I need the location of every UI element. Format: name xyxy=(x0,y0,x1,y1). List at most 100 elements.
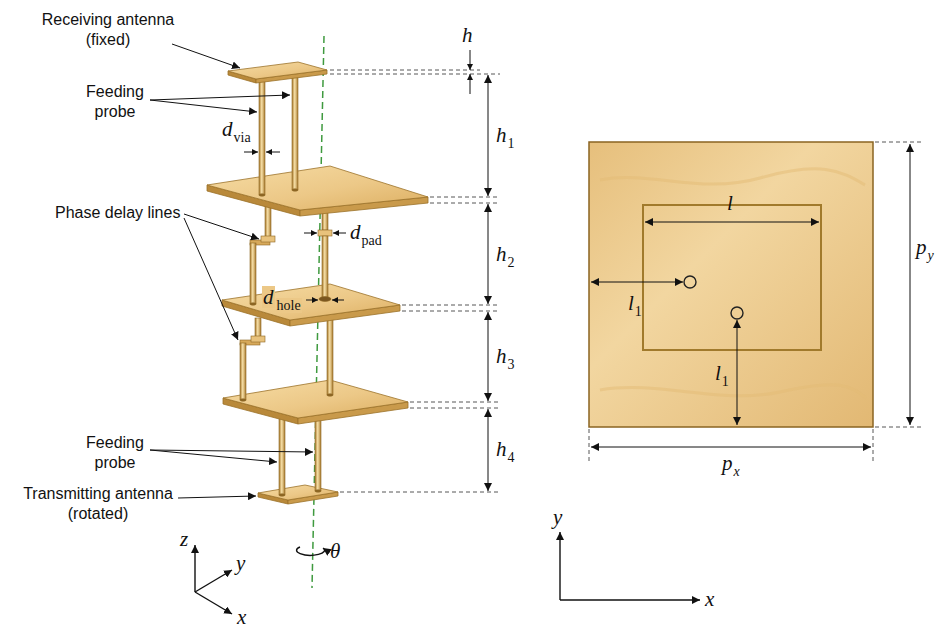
phase-delay-line xyxy=(327,394,333,396)
dimension-arrow xyxy=(488,312,489,401)
dimension-subscript: 4 xyxy=(508,450,515,465)
substrate-layer xyxy=(223,380,408,424)
dimension-subscript: 2 xyxy=(508,255,515,270)
rotation-arrow xyxy=(297,547,325,555)
top-view-substrate xyxy=(600,169,865,185)
phase-delay-line xyxy=(250,303,256,305)
axis-label: z xyxy=(180,528,188,550)
dimension-symbol: h xyxy=(462,24,473,46)
feeding-probe xyxy=(279,418,321,496)
coordinate-axes xyxy=(560,599,700,600)
dimension-subscript: x xyxy=(734,464,740,479)
feeding-probe xyxy=(315,418,321,491)
coordinate-axes xyxy=(559,532,560,600)
patch-outline xyxy=(643,205,821,350)
dimension-symbol: p xyxy=(916,236,927,258)
coordinate-axes xyxy=(560,532,700,600)
dimension-subscript: 1 xyxy=(635,304,642,319)
extension-line xyxy=(875,427,922,428)
part-label: Receiving antenna (fixed) xyxy=(33,10,183,50)
substrate-layer xyxy=(207,166,428,210)
dimension-subscript: y xyxy=(928,248,934,263)
feeding-probe xyxy=(279,494,285,496)
part-label: Transmitting antenna (rotated) xyxy=(8,484,188,524)
extension-line xyxy=(330,70,480,71)
dimension-arrow xyxy=(488,204,489,304)
dimension-arrow xyxy=(244,50,488,491)
extension-line xyxy=(402,311,500,312)
leader-arrow xyxy=(150,450,313,452)
substrate-layer xyxy=(222,284,400,326)
feeding-probe xyxy=(259,194,265,196)
dimension-arrow xyxy=(591,144,910,447)
dimension-arrow xyxy=(266,152,280,153)
part-label: Feeding probe xyxy=(75,82,155,122)
patch-outline xyxy=(643,205,821,350)
leader-arrow xyxy=(150,100,257,112)
extension-line xyxy=(873,429,874,462)
phase-delay-line xyxy=(318,230,332,236)
feeding-probe xyxy=(292,189,298,191)
substrate-layer xyxy=(223,380,408,418)
feeding-probe xyxy=(259,74,265,195)
dimension-arrow xyxy=(333,233,346,234)
phase-delay-line xyxy=(240,318,333,401)
part-label: Phase delay lines xyxy=(55,203,180,223)
dimension-symbol: h xyxy=(496,243,507,265)
dimension-arrow xyxy=(488,409,489,491)
dimension-arrow xyxy=(645,222,819,223)
dimension-arrow xyxy=(910,144,911,425)
dimension-subscript: via xyxy=(234,130,251,145)
phase-delay-line xyxy=(240,399,246,401)
dimension-symbol: l xyxy=(715,362,721,384)
phase-delay-line xyxy=(250,243,256,304)
phase-delay-line xyxy=(327,318,333,395)
phase-delay-line xyxy=(322,236,328,298)
coordinate-axes xyxy=(195,545,232,614)
substrate-layer xyxy=(207,166,428,216)
feeding-probe xyxy=(292,70,298,190)
dimension-symbol: d xyxy=(262,286,275,308)
extension-line xyxy=(430,197,500,198)
patch-outline xyxy=(684,276,696,288)
dimension-symbol: l xyxy=(727,192,733,214)
extension-line xyxy=(430,203,500,204)
extension-line xyxy=(330,70,500,492)
patch-outline xyxy=(731,307,743,319)
leader-arrow xyxy=(178,496,256,498)
dimension-subscript: 1 xyxy=(508,136,515,151)
phase-delay-line xyxy=(255,318,261,338)
axis-label: y xyxy=(553,506,562,528)
extension-line xyxy=(589,429,590,462)
dimension-symbol: d xyxy=(350,221,361,243)
transmitting-antenna xyxy=(258,485,338,500)
axis-label: y xyxy=(236,552,245,574)
dimension-arrow xyxy=(304,233,317,234)
dimension-symbol: p xyxy=(722,452,733,474)
phase-delay-line xyxy=(319,297,331,302)
axis-label: x xyxy=(237,606,246,628)
feeding-probe xyxy=(315,490,321,492)
dimension-arrow xyxy=(737,320,738,425)
substrate-layer xyxy=(222,284,400,320)
dimension-arrow xyxy=(488,75,489,196)
dimension-arrow xyxy=(244,152,258,153)
dimension-symbol: h xyxy=(496,438,507,460)
extension-line xyxy=(875,142,922,143)
leader-arrow xyxy=(150,44,313,498)
coordinate-axes xyxy=(194,545,195,592)
dimension-arrow xyxy=(591,282,683,283)
feeding-probe xyxy=(279,418,285,495)
extension-line xyxy=(410,408,500,409)
part-label: Feeding probe xyxy=(75,433,155,473)
top-view-substrate xyxy=(589,142,873,427)
coordinate-axes xyxy=(195,570,232,592)
receiving-antenna xyxy=(228,62,327,79)
rotation-angle: θ xyxy=(330,540,340,562)
dimension-symbol: d xyxy=(222,118,233,140)
extension-line xyxy=(340,492,500,493)
transmitting-antenna xyxy=(258,485,338,504)
phase-delay-line xyxy=(261,236,275,242)
extension-line xyxy=(402,305,500,306)
